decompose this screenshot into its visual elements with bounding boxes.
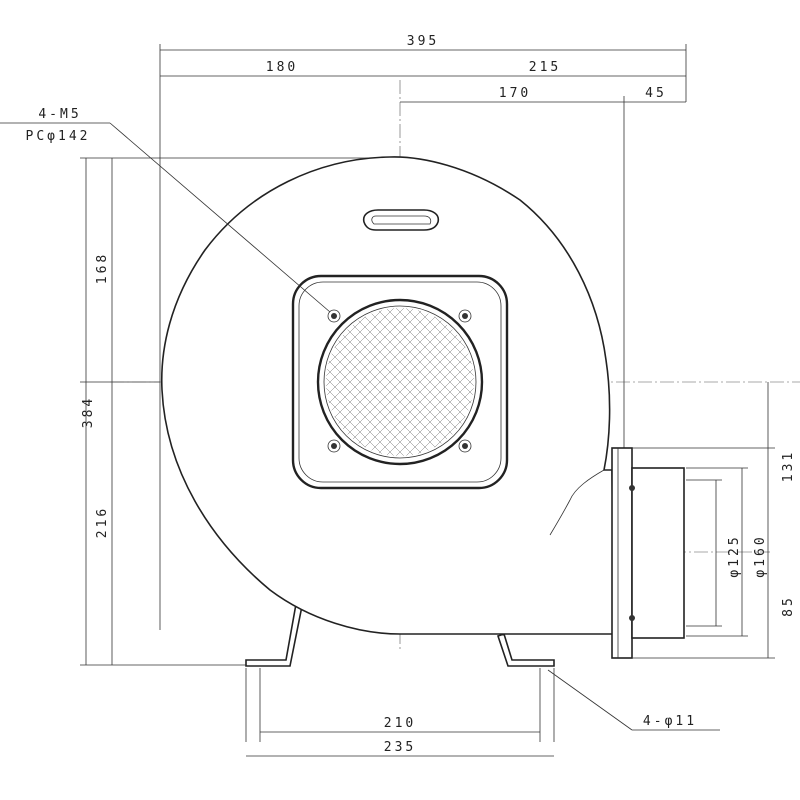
outlet-offset-label: 170	[499, 86, 531, 101]
inlet-ring	[316, 298, 484, 466]
top-dimensions: 395 180 215 170 45	[159, 34, 687, 630]
outlet-top-label: 131	[781, 450, 796, 482]
left-foot	[245, 602, 303, 667]
bottom-dimensions: 210 235	[245, 668, 555, 757]
outlet-bolt-icon	[629, 615, 635, 621]
inlet-mesh-guard	[326, 308, 474, 456]
blower-housing	[160, 156, 615, 667]
outlet-duct	[631, 467, 685, 639]
foot-outer-label: 235	[384, 740, 416, 755]
inlet-assembly	[291, 274, 509, 490]
inlet-pcd-label: PCφ142	[26, 129, 91, 144]
outlet-bolt-icon	[629, 485, 635, 491]
volute-casing	[160, 156, 615, 635]
inlet-flange	[291, 274, 509, 490]
foot-hole-callout: 4-φ11	[547, 669, 720, 731]
bottom-height-label: 216	[95, 506, 110, 538]
outlet-bottom-label: 85	[781, 595, 796, 617]
carry-handle-icon	[362, 209, 440, 231]
outlet-depth-label: 45	[645, 86, 667, 101]
outlet-flange	[611, 447, 633, 659]
outer-diameter-label: φ160	[753, 534, 768, 577]
top-height-label: 168	[95, 252, 110, 284]
foot-inner-label: 210	[384, 716, 416, 731]
overall-width-label: 395	[407, 34, 439, 49]
overall-height-label: 384	[81, 396, 96, 428]
right-dimensions: φ125 φ160 131 85	[632, 382, 796, 659]
inlet-bolt-icons	[327, 309, 472, 453]
outlet-assembly	[611, 447, 685, 659]
left-width-label: 180	[266, 60, 298, 75]
inner-diameter-label: φ125	[727, 534, 742, 577]
inlet-bolt-label: 4-M5	[38, 107, 81, 122]
right-foot	[496, 632, 555, 667]
foot-hole-label: 4-φ11	[643, 714, 697, 729]
left-dimensions: 384 168 216	[80, 157, 400, 666]
volute-tongue	[549, 469, 605, 536]
right-width-label: 215	[529, 60, 561, 75]
inlet-bolt-callout: 4-M5 PCφ142	[0, 107, 331, 313]
